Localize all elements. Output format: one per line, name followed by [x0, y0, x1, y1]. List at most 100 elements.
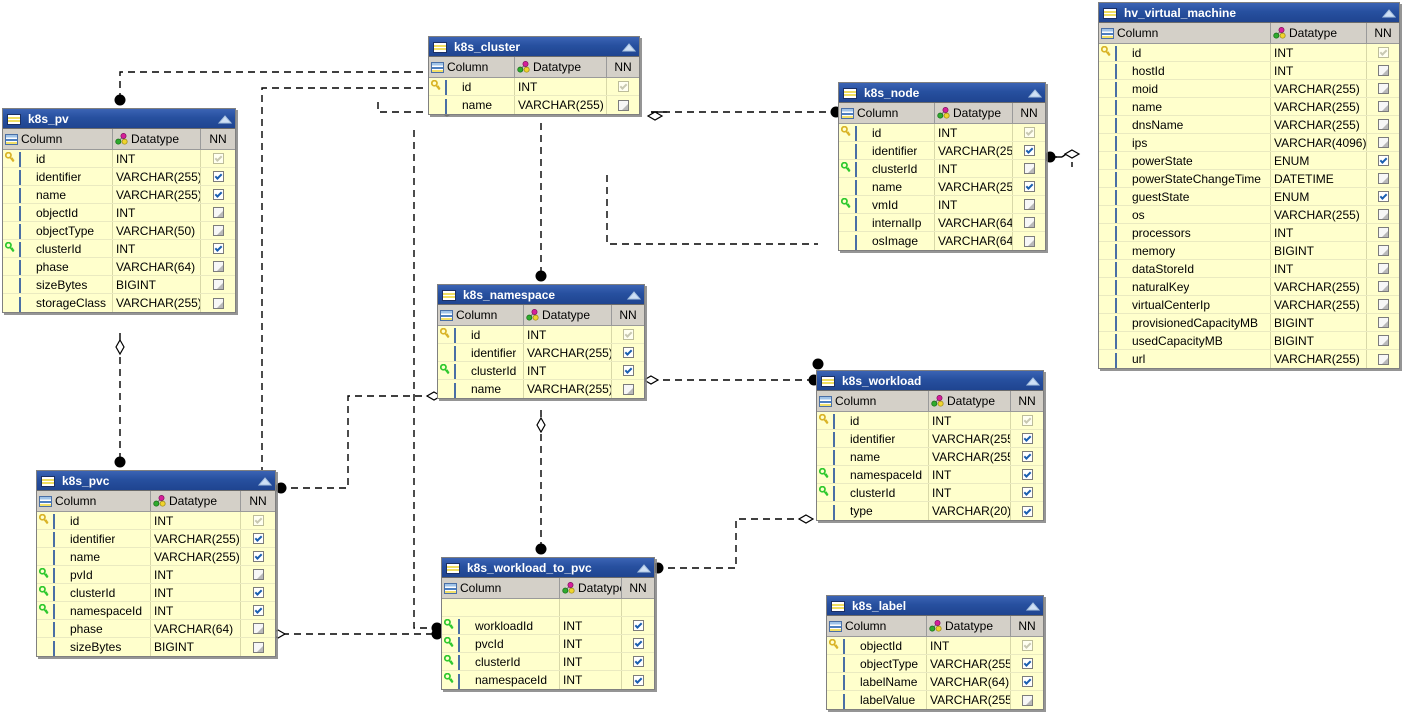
- cell-nn[interactable]: [1013, 124, 1045, 141]
- cell-nn[interactable]: [612, 344, 644, 361]
- cell-column-name[interactable]: vmId: [839, 196, 935, 213]
- cell-nn[interactable]: [1367, 260, 1399, 277]
- cell-column-name[interactable]: objectType: [3, 222, 113, 239]
- cell-nn[interactable]: [1013, 178, 1045, 195]
- cell-column-name[interactable]: phase: [3, 258, 113, 275]
- cell-datatype[interactable]: INT: [113, 204, 201, 221]
- nn-checkbox-checked[interactable]: [622, 347, 634, 358]
- nn-checkbox-checked[interactable]: [1021, 658, 1033, 669]
- table-header-k8s_workload_to_pvc[interactable]: k8s_workload_to_pvc: [442, 558, 654, 578]
- cell-datatype[interactable]: INT: [929, 412, 1011, 429]
- cell-datatype[interactable]: BIGINT: [1271, 314, 1367, 331]
- cell-nn[interactable]: [622, 671, 654, 689]
- cell-nn[interactable]: [612, 362, 644, 379]
- table-header-k8s_label[interactable]: k8s_label: [827, 596, 1043, 616]
- cell-nn[interactable]: [201, 276, 235, 293]
- nn-checkbox-checked[interactable]: [632, 638, 644, 649]
- cell-column-name[interactable]: id: [429, 78, 515, 95]
- table-row[interactable]: [442, 599, 654, 617]
- cell-nn[interactable]: [201, 294, 235, 312]
- cell-nn[interactable]: [1367, 134, 1399, 151]
- cell-column-name[interactable]: namespaceId: [37, 602, 151, 619]
- cell-column-name[interactable]: usedCapacityMB: [1099, 332, 1271, 349]
- nn-checkbox-unchecked[interactable]: [212, 261, 224, 272]
- nn-checkbox-checked[interactable]: [212, 189, 224, 200]
- cell-nn[interactable]: [612, 380, 644, 398]
- cell-datatype[interactable]: VARCHAR(64): [151, 620, 241, 637]
- cell-column-name[interactable]: identifier: [839, 142, 935, 159]
- nn-checkbox-unchecked[interactable]: [212, 207, 224, 218]
- cell-column-name[interactable]: identifier: [3, 168, 113, 185]
- collapse-triangle-icon[interactable]: [1027, 86, 1043, 100]
- cell-column-name[interactable]: virtualCenterIp: [1099, 296, 1271, 313]
- cell-nn[interactable]: [241, 602, 275, 619]
- cell-column-name[interactable]: memory: [1099, 242, 1271, 259]
- cell-datatype[interactable]: INT: [929, 484, 1011, 501]
- cell-datatype[interactable]: INT: [1271, 44, 1367, 61]
- nn-checkbox-unchecked[interactable]: [1377, 137, 1389, 148]
- cell-nn[interactable]: [201, 222, 235, 239]
- cell-column-name[interactable]: internalIp: [839, 214, 935, 231]
- nn-checkbox-disabled[interactable]: [212, 153, 224, 164]
- cell-nn[interactable]: [241, 584, 275, 601]
- cell-datatype[interactable]: INT: [151, 584, 241, 601]
- cell-column-name[interactable]: name: [1099, 98, 1271, 115]
- nn-checkbox-checked[interactable]: [1023, 181, 1035, 192]
- cell-nn[interactable]: [1011, 673, 1043, 690]
- cell-column-name[interactable]: name: [37, 548, 151, 565]
- cell-column-name[interactable]: processors: [1099, 224, 1271, 241]
- cell-datatype[interactable]: INT: [151, 512, 241, 529]
- nn-checkbox-unchecked[interactable]: [1023, 235, 1035, 247]
- collapse-triangle-icon[interactable]: [1025, 374, 1041, 388]
- nn-checkbox-unchecked[interactable]: [1377, 173, 1389, 184]
- cell-column-name[interactable]: clusterId: [817, 484, 929, 501]
- cell-datatype[interactable]: VARCHAR(255): [515, 96, 607, 114]
- cell-datatype[interactable]: VARCHAR(255): [929, 448, 1011, 465]
- cell-nn[interactable]: [622, 599, 654, 616]
- nn-checkbox-checked[interactable]: [252, 533, 264, 544]
- cell-column-name[interactable]: id: [817, 412, 929, 429]
- cell-datatype[interactable]: VARCHAR(255): [935, 178, 1013, 195]
- nn-checkbox-checked[interactable]: [632, 674, 644, 686]
- cell-column-name[interactable]: sizeBytes: [3, 276, 113, 293]
- nn-checkbox-unchecked[interactable]: [1023, 163, 1035, 174]
- cell-column-name[interactable]: name: [429, 96, 515, 114]
- table-header-hv_virtual_machine[interactable]: hv_virtual_machine: [1099, 3, 1399, 23]
- cell-datatype[interactable]: INT: [1271, 260, 1367, 277]
- cell-nn[interactable]: [1011, 430, 1043, 447]
- nn-checkbox-unchecked[interactable]: [212, 225, 224, 236]
- cell-column-name[interactable]: objectId: [827, 637, 927, 654]
- cell-datatype[interactable]: VARCHAR(255): [524, 344, 612, 361]
- nn-checkbox-unchecked[interactable]: [212, 297, 224, 309]
- cell-datatype[interactable]: VARCHAR(255): [113, 168, 201, 185]
- table-header-k8s_cluster[interactable]: k8s_cluster: [429, 37, 639, 57]
- cell-nn[interactable]: [1013, 142, 1045, 159]
- nn-checkbox-unchecked[interactable]: [1377, 335, 1389, 346]
- nn-checkbox-checked[interactable]: [252, 551, 264, 562]
- cell-nn[interactable]: [1013, 232, 1045, 250]
- cell-datatype[interactable]: VARCHAR(255): [1271, 80, 1367, 97]
- nn-checkbox-unchecked[interactable]: [252, 569, 264, 580]
- table-header-k8s_namespace[interactable]: k8s_namespace: [438, 285, 644, 305]
- nn-checkbox-checked[interactable]: [632, 620, 644, 631]
- cell-datatype[interactable]: VARCHAR(50): [113, 222, 201, 239]
- cell-datatype[interactable]: VARCHAR(255): [1271, 116, 1367, 133]
